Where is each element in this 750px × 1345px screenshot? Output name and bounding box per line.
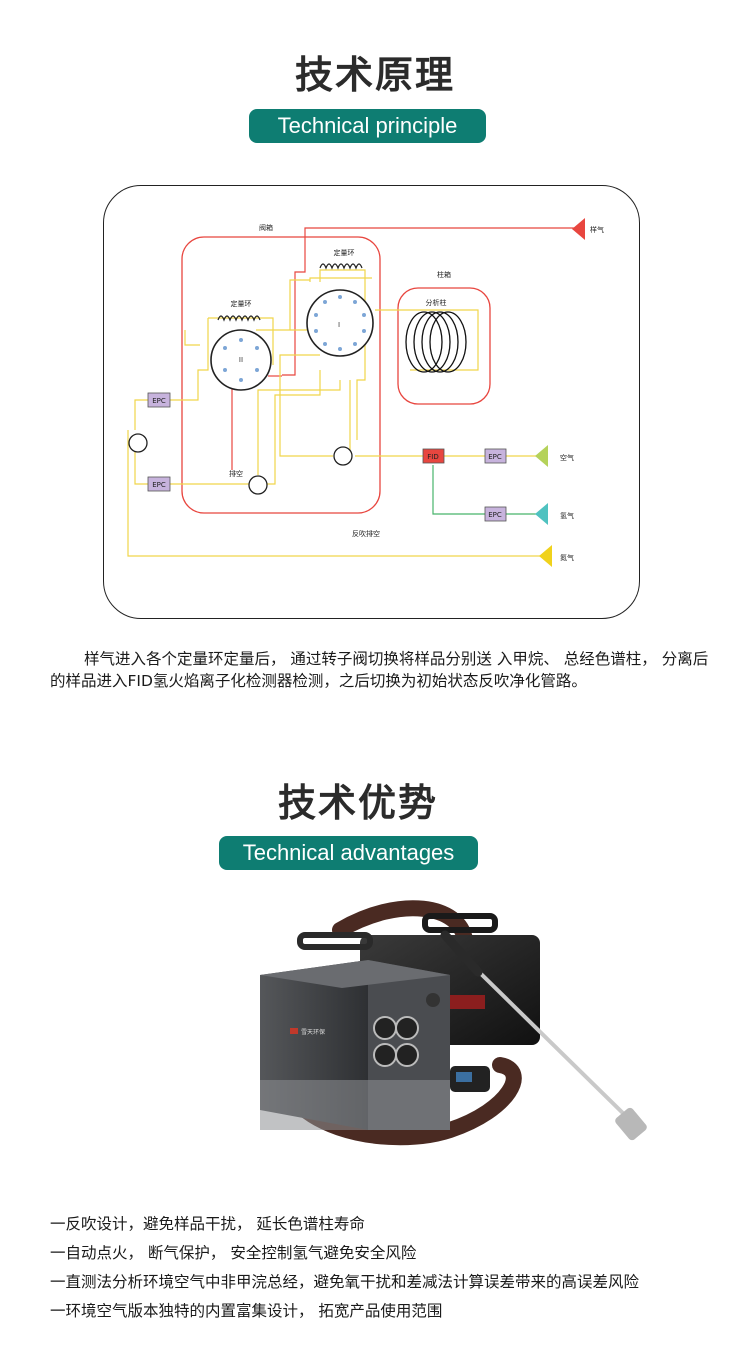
column-box [397, 287, 491, 405]
label-hydrogen: 氢气 [560, 511, 574, 520]
roman-label-top: I [338, 321, 340, 329]
brand-label: 雪天环保 [301, 1028, 325, 1036]
label-column-box: 柱箱 [437, 270, 451, 279]
epc-box-3 [484, 448, 507, 464]
label-analysis-column: 分析柱 [426, 298, 447, 307]
advantage-item: 一直测法分析环境空气中非甲浣总经，避免氧干扰和差减法计算误差带来的高误差风险 [50, 1273, 640, 1291]
label-vent: 排空 [229, 469, 243, 478]
air-arrow [535, 445, 548, 467]
label-air: 空气 [560, 453, 574, 462]
backflush-restrictor [333, 446, 353, 466]
fid-label: FID [427, 453, 438, 461]
epc-label-3: EPC [488, 453, 502, 461]
probe-rod [473, 966, 637, 1127]
subtitle-badge-principle: Technical principle [249, 109, 486, 143]
rotary-valve-left [210, 329, 272, 391]
epc-label-2: EPC [152, 481, 166, 489]
hydrogen-arrow [535, 503, 548, 525]
sample-gas-line [282, 227, 575, 376]
quant-loop-left-coil [217, 315, 261, 322]
label-sample-gas: 样气 [590, 225, 604, 234]
nitrogen-arrow [539, 545, 552, 567]
vent-restrictor [248, 475, 268, 495]
quant-loop-top-coil [319, 263, 363, 270]
advantages-list: 一反吹设计，避免样品干扰， 延长色谱柱寿命 一自动点火， 断气保护， 安全控制氢… [50, 1210, 730, 1326]
label-valve-box: 阀箱 [259, 223, 273, 232]
epc-box-2 [147, 476, 171, 492]
principle-diagram: I II EPC EPC EPC EPC FID 阀箱 样气 定量环 柱箱 分析… [127, 218, 604, 567]
advantage-item: 一环境空气版本独特的内置富集设计， 拓宽产品使用范围 [50, 1302, 443, 1320]
advantage-item: 一反吹设计，避免样品干扰， 延长色谱柱寿命 [50, 1215, 365, 1233]
restrictor-left [128, 433, 148, 453]
principle-diagram-frame [103, 185, 640, 619]
roman-label-left: II [239, 356, 243, 364]
label-backflush-vent: 反吹排空 [352, 529, 380, 538]
case-label [445, 995, 485, 1009]
product-image: 雪天环保 [260, 900, 647, 1146]
valve-box [181, 236, 381, 514]
label-quant-loop-left: 定量环 [231, 299, 252, 308]
label-quant-loop-top: 定量环 [334, 248, 355, 257]
epc-label-4: EPC [488, 511, 502, 519]
epc-box-1 [147, 392, 171, 408]
section-title-advantages: 技术优势 [277, 780, 438, 825]
rotary-valve-top [306, 289, 374, 357]
label-nitrogen: 氮气 [560, 553, 574, 562]
brand-badge [290, 1028, 298, 1034]
subtitle-badge-advantages: Technical advantages [219, 836, 478, 870]
analysis-column-coil [405, 311, 467, 373]
advantage-item: 一自动点火， 断气保护， 安全控制氢气避免安全风险 [50, 1244, 417, 1262]
sample-gas-arrow [572, 218, 585, 240]
principle-paragraph: 样气进入各个定量环定量后， 通过转子阀切换将样品分别送 入甲烷、 总经色谱柱， … [50, 650, 709, 690]
section-title-principle: 技术原理 [294, 52, 455, 97]
epc-label-1: EPC [152, 397, 166, 405]
epc-box-4 [484, 506, 507, 522]
fid-box [422, 448, 445, 464]
